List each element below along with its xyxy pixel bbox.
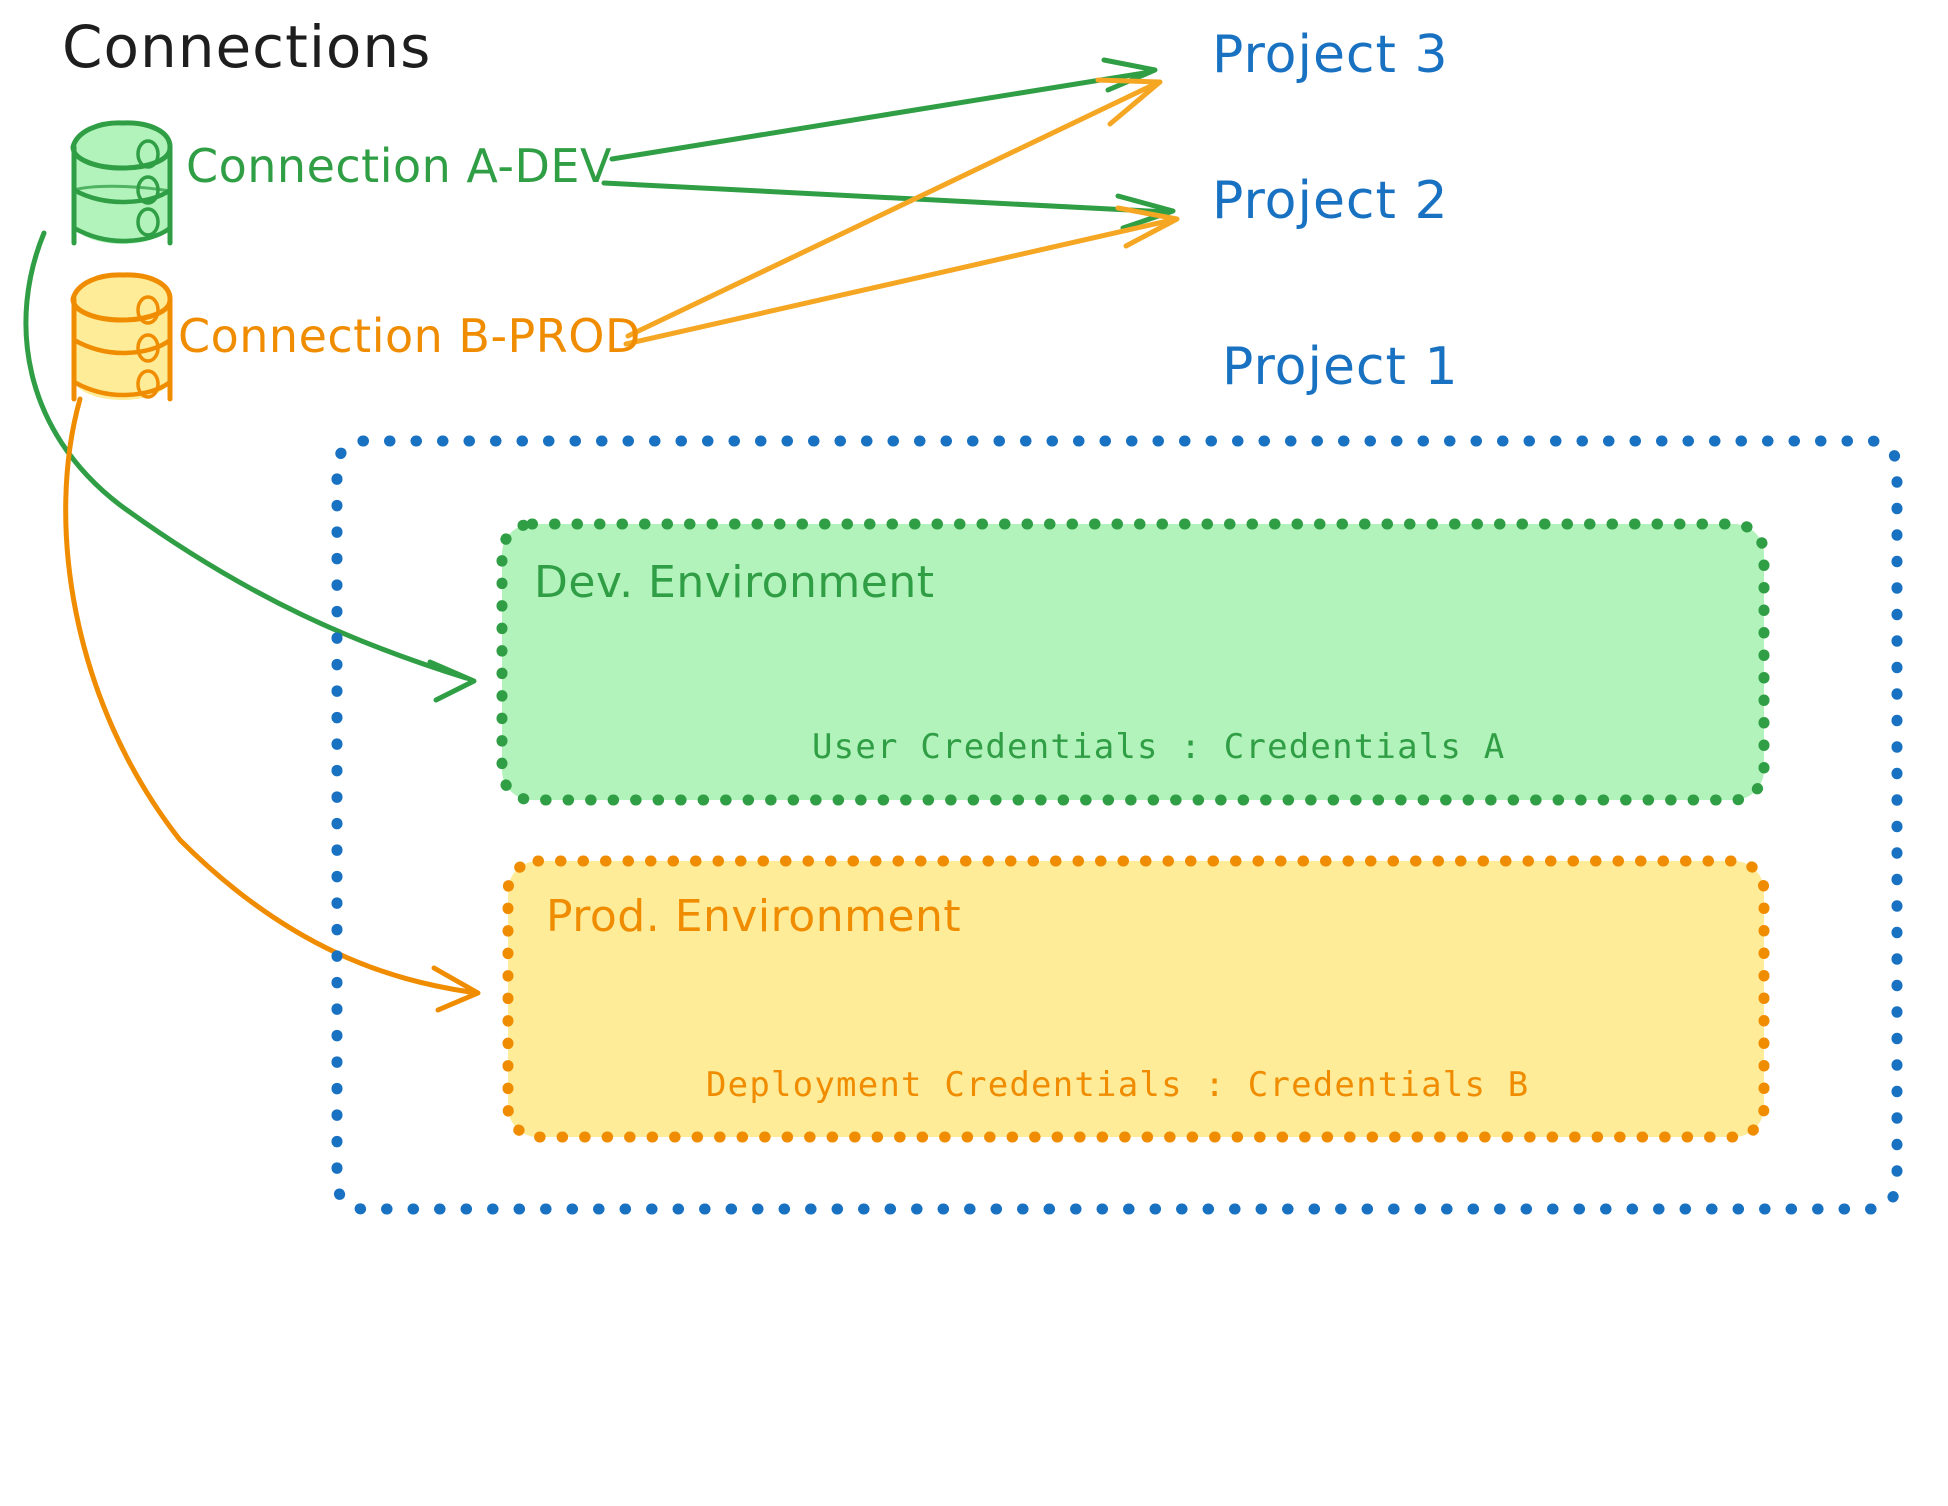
database-icon[interactable] [70, 120, 173, 246]
edge-conn-a-to-dev-environment [23, 230, 477, 703]
connection-b-prod-label[interactable]: Connection B-PROD [178, 309, 641, 363]
connection-a-dev-label[interactable]: Connection A-DEV [186, 139, 612, 193]
project-1-container [331, 435, 1903, 1215]
prod-environment-credentials: Deployment Credentials : Credentials B [706, 1065, 1530, 1105]
prod-environment-box[interactable] [502, 855, 1770, 1143]
prod-environment-title: Prod. Environment [546, 891, 962, 942]
edge-conn-a-to-project-3 [609, 57, 1158, 162]
page-title: Connections [62, 13, 432, 81]
edge-conn-b-to-prod-environment [63, 396, 481, 1013]
project-1-label[interactable]: Project 1 [1222, 337, 1459, 397]
dev-environment-box[interactable] [496, 518, 1770, 806]
project-3-label[interactable]: Project 3 [1212, 25, 1449, 85]
edge-conn-b-to-project-3 [625, 77, 1163, 339]
project-2-label[interactable]: Project 2 [1212, 171, 1449, 231]
dev-environment-credentials: User Credentials : Credentials A [812, 727, 1506, 767]
edge-conn-b-to-project-2 [623, 205, 1180, 347]
database-icon[interactable] [70, 272, 173, 402]
dev-environment-title: Dev. Environment [534, 557, 935, 608]
edge-conn-a-to-project-2 [601, 180, 1176, 231]
